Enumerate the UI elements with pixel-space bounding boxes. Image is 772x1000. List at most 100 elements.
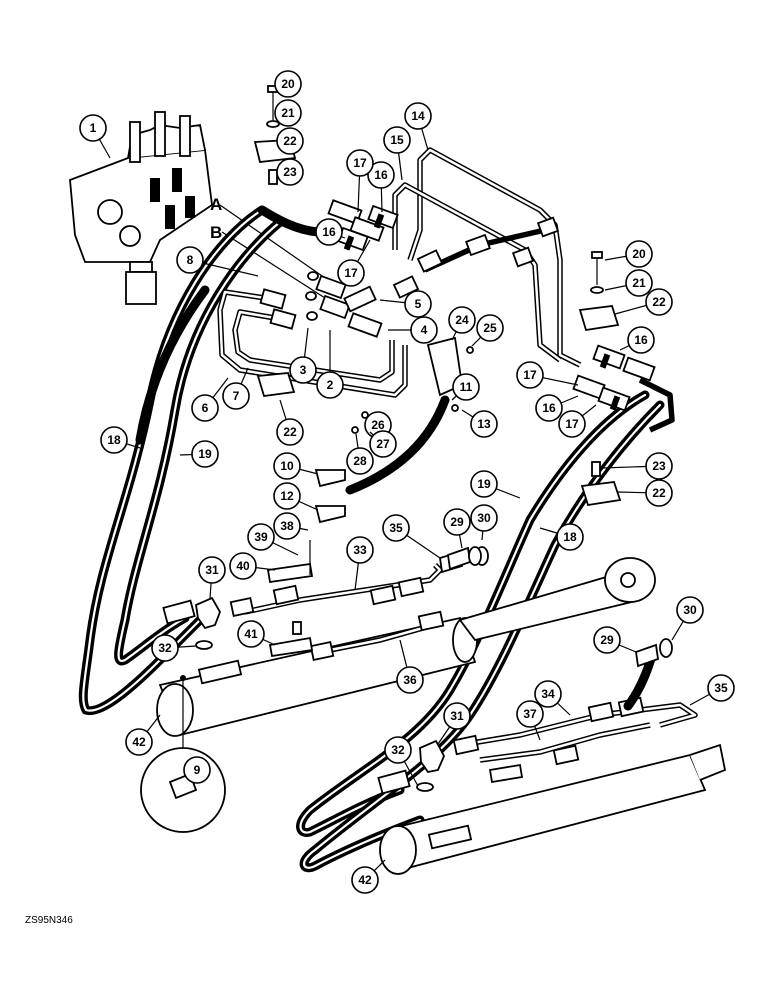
callout-1: 1	[79, 114, 111, 159]
callout-20: 20	[604, 240, 653, 268]
callout-circle	[535, 394, 563, 422]
callout-22: 22	[276, 127, 304, 155]
hoses-left	[78, 205, 323, 716]
callout-circle	[534, 680, 562, 708]
callout-40: 40	[229, 552, 276, 580]
callout-22: 22	[276, 399, 304, 446]
callout-number: 23	[652, 459, 666, 473]
callout-circle	[443, 508, 471, 536]
callout-number: 22	[283, 425, 297, 439]
callout-circle	[289, 356, 317, 384]
callout-circle	[676, 596, 704, 624]
callout-circle	[337, 259, 365, 287]
callout-number: 7	[233, 389, 240, 403]
callout-22: 22	[617, 479, 673, 507]
callout-19: 19	[470, 470, 521, 499]
callout-circle	[645, 452, 673, 480]
callout-34: 34	[534, 680, 571, 716]
callout-number: 20	[281, 77, 295, 91]
callout-number: 21	[632, 276, 646, 290]
control-valve: A B	[69, 111, 326, 305]
callout-14: 14	[404, 102, 432, 151]
callout-17: 17	[558, 404, 597, 438]
callout-number: 41	[244, 627, 258, 641]
port-a-label: A	[210, 195, 222, 214]
callout-35: 35	[382, 514, 441, 559]
callout-number: 24	[455, 313, 469, 327]
callout-number: 42	[132, 735, 146, 749]
callout-circle	[346, 536, 374, 564]
callout-number: 11	[460, 380, 473, 394]
hoses-right	[296, 390, 665, 873]
callout-23: 23	[601, 452, 673, 480]
callout-3: 3	[289, 327, 317, 384]
callout-circle	[151, 634, 179, 662]
callout-circle	[346, 149, 374, 177]
callout-circle	[125, 728, 153, 756]
callout-38: 38	[273, 512, 309, 540]
callout-31: 31	[198, 556, 226, 599]
callout-circle	[470, 410, 498, 438]
callout-30: 30	[671, 596, 704, 641]
callout-10: 10	[273, 452, 319, 480]
callout-circle	[273, 512, 301, 540]
callout-28: 28	[346, 433, 374, 475]
cylinder-right-tubes	[452, 650, 698, 784]
callout-number: 17	[565, 417, 579, 431]
callout-29: 29	[593, 626, 637, 654]
callout-27: 27	[369, 430, 397, 458]
callout-number: 14	[411, 109, 425, 123]
callout-number: 30	[477, 511, 491, 525]
callout-number: 9	[194, 763, 201, 777]
callout-number: 39	[254, 530, 268, 544]
callout-number: 42	[358, 873, 372, 887]
callout-number: 16	[374, 168, 388, 182]
callout-circle	[100, 426, 128, 454]
callout-circle	[382, 514, 410, 542]
fittings-16-17-right	[572, 344, 656, 412]
callout-layer: 1234567891011121314151616161617171717181…	[79, 70, 735, 894]
reference-code: ZS95N346	[25, 915, 73, 926]
callout-circle	[346, 447, 374, 475]
callout-number: 22	[652, 486, 666, 500]
callout-circle	[645, 479, 673, 507]
callout-circle	[645, 288, 673, 316]
callout-16: 16	[315, 218, 346, 246]
callout-22: 22	[614, 288, 673, 316]
callout-circle	[625, 269, 653, 297]
callout-circle	[627, 326, 655, 354]
callout-circle	[448, 306, 476, 334]
callout-circle	[470, 504, 498, 532]
elbow-fitting-left	[162, 596, 221, 650]
clamp-22-lower	[256, 372, 296, 397]
callout-number: 23	[283, 165, 297, 179]
callout-37: 37	[516, 700, 544, 741]
callout-number: 6	[202, 401, 209, 415]
callout-number: 34	[541, 687, 555, 701]
callout-6: 6	[191, 377, 229, 422]
callout-circle	[247, 523, 275, 551]
callout-39: 39	[247, 523, 299, 556]
callout-number: 15	[390, 133, 404, 147]
cylinder-right	[379, 743, 727, 875]
callout-circle	[516, 361, 544, 389]
callout-42: 42	[351, 859, 386, 894]
callout-circle	[237, 620, 265, 648]
callout-circle	[183, 756, 211, 784]
callout-41: 41	[237, 620, 276, 648]
port-b-label: B	[210, 223, 222, 242]
callout-2: 2	[316, 330, 344, 399]
callout-number: 17	[353, 156, 367, 170]
callout-21: 21	[604, 269, 653, 297]
callout-number: 22	[652, 295, 666, 309]
callout-32: 32	[151, 634, 197, 662]
callout-number: 13	[477, 417, 491, 431]
callout-number: 31	[205, 563, 219, 577]
callout-circle	[625, 240, 653, 268]
callout-number: 2	[327, 378, 334, 392]
callout-number: 5	[415, 297, 422, 311]
callout-circle	[191, 394, 219, 422]
callout-32: 32	[384, 736, 419, 787]
callout-17: 17	[346, 149, 374, 213]
callout-number: 10	[280, 459, 294, 473]
